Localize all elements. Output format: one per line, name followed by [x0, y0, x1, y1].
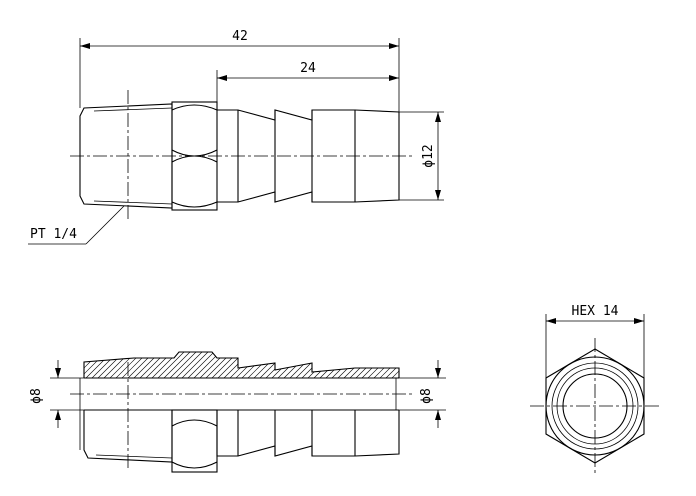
hatch-line: [113, 352, 145, 378]
hatch-line: [263, 352, 295, 378]
hatch-line: [299, 352, 331, 378]
hatch-line: [137, 352, 169, 378]
hatch-line: [377, 352, 399, 378]
hatch-line: [353, 352, 385, 378]
hatch-line: [125, 352, 157, 378]
bore-right-label: ϕ8: [419, 388, 434, 404]
hatch-line: [329, 352, 361, 378]
hatch-line: [149, 352, 181, 378]
dimension-bore-left: ϕ8: [29, 360, 84, 428]
hatch-line: [84, 352, 109, 378]
hatch-line: [335, 352, 367, 378]
barb-diameter-label: ϕ12: [421, 144, 436, 167]
hatch-line: [305, 352, 337, 378]
top-view: 42 24 ϕ12 PT 1/4: [28, 29, 444, 245]
hatch-line: [341, 352, 373, 378]
dimension-barb-diameter: ϕ12: [399, 111, 444, 201]
hatch-line: [359, 352, 391, 378]
end-view: HEX 14: [530, 304, 660, 476]
hatch-line: [311, 352, 343, 378]
hatch-line: [317, 352, 349, 378]
hatch-line: [347, 352, 379, 378]
hatch-line: [203, 352, 235, 378]
thread-callout: PT 1/4: [28, 205, 125, 245]
hatch-line: [95, 352, 127, 378]
hatch-line: [197, 352, 229, 378]
hatch-line: [420, 350, 450, 380]
thread-callout-label: PT 1/4: [30, 227, 77, 242]
hatch-line: [281, 352, 313, 378]
hatch-line: [107, 352, 139, 378]
hatch-line: [239, 352, 271, 378]
hatch-line: [84, 352, 91, 378]
barb-length-label: 24: [300, 61, 316, 76]
hatch-line: [167, 352, 199, 378]
section-view: ϕ8 ϕ8: [29, 350, 468, 473]
hatch-line: [389, 352, 399, 378]
dimension-hex-size: HEX 14: [545, 304, 645, 378]
hatch-line: [432, 350, 462, 380]
hatch-line: [89, 352, 121, 378]
hatch-line: [161, 352, 193, 378]
hatch-line: [84, 352, 115, 378]
hatch-line: [185, 352, 217, 378]
hatch-line: [119, 352, 151, 378]
hatch-line: [221, 352, 253, 378]
hatch-line: [143, 352, 175, 378]
hatch-line: [155, 352, 187, 378]
hatch-line: [323, 352, 355, 378]
hatch-line: [402, 350, 432, 380]
hatch-line: [383, 352, 399, 378]
hatch-line: [191, 352, 223, 378]
hatch-line: [426, 350, 456, 380]
hatch-line: [414, 350, 444, 380]
hatch-line: [215, 352, 247, 378]
overall-length-label: 42: [232, 29, 248, 44]
dimension-overall-length: 42: [79, 29, 400, 112]
hatch-line: [371, 352, 399, 378]
hatch-line: [84, 352, 103, 378]
dimension-bore-right: ϕ8: [399, 360, 446, 428]
hatch-line: [408, 350, 438, 380]
hatch-line: [84, 352, 97, 378]
hatch-line: [179, 352, 211, 378]
hex-nut: [171, 101, 218, 211]
hatch-line: [438, 350, 468, 380]
dimension-barb-length: 24: [216, 61, 399, 102]
hatch-line: [173, 352, 205, 378]
hatch-line: [101, 352, 133, 378]
hatch-line: [227, 352, 259, 378]
bore-left-label: ϕ8: [29, 388, 44, 404]
barb-section: [217, 109, 400, 203]
hex-size-label: HEX 14: [572, 304, 619, 319]
hatch-line: [395, 352, 399, 378]
hatch-line: [365, 352, 397, 378]
hatch-line: [131, 352, 163, 378]
